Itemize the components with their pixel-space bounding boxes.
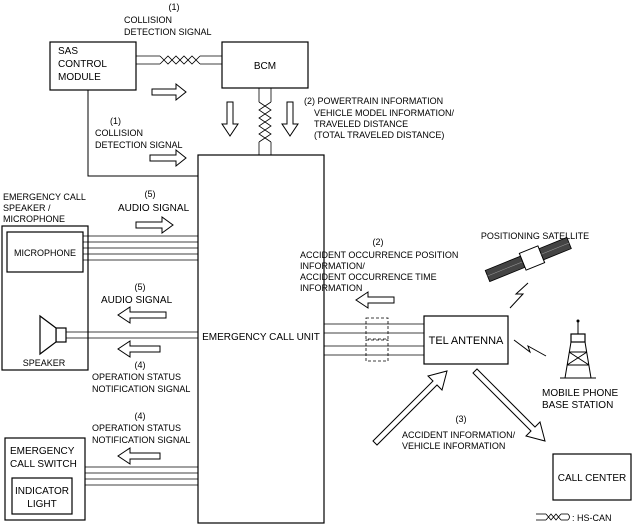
svg-text:INFORMATION/: INFORMATION/ (300, 261, 365, 271)
speaker-icon (39, 314, 67, 356)
ecu-tel-antenna-wires (324, 317, 424, 362)
svg-text:(5): (5) (135, 282, 146, 292)
operation-status-2-label: (4) OPERATION STATUS NOTIFICATION SIGNAL (92, 411, 190, 445)
svg-text:(1): (1) (110, 116, 121, 126)
bcm-module: BCM (221, 41, 309, 89)
operation-status-arrow-1 (117, 340, 161, 358)
indicator-light-line2: LIGHT (27, 499, 56, 510)
sas-bcm-hs-can-link (136, 55, 222, 65)
svg-text:OPERATION STATUS: OPERATION STATUS (92, 423, 181, 433)
audio-arrow-out (117, 306, 167, 324)
svg-text:NOTIFICATION SIGNAL: NOTIFICATION SIGNAL (92, 435, 190, 445)
audio-arrow-in (135, 216, 174, 234)
svg-text:NOTIFICATION SIGNAL: NOTIFICATION SIGNAL (92, 384, 190, 394)
svg-text:(2): (2) (373, 237, 384, 247)
powertrain-arrow-right (281, 101, 299, 137)
powertrain-arrow-left (221, 101, 239, 137)
emergency-call-switch-line1: EMERGENCY (10, 446, 75, 457)
base-station-signal-icon (513, 339, 547, 357)
svg-text:EMERGENCY CALL: EMERGENCY CALL (3, 192, 86, 202)
microphone-wires (83, 235, 198, 261)
svg-text:DETECTION SIGNAL: DETECTION SIGNAL (95, 140, 183, 150)
emergency-call-switch: EMERGENCY CALL SWITCH INDICATOR LIGHT (4, 437, 86, 521)
svg-text:DETECTION SIGNAL: DETECTION SIGNAL (124, 27, 212, 37)
svg-text:(3): (3) (456, 414, 467, 424)
speaker-component: SPEAKER (23, 314, 67, 368)
svg-text:AUDIO SIGNAL: AUDIO SIGNAL (118, 203, 190, 214)
accident-vehicle-info-label: (3) ACCIDENT INFORMATION/ VEHICLE INFORM… (402, 414, 516, 451)
base-station-label: MOBILE PHONE BASE STATION (542, 388, 618, 411)
svg-text:TRAVELED DISTANCE: TRAVELED DISTANCE (314, 119, 408, 129)
svg-text:COLLISION: COLLISION (95, 128, 143, 138)
svg-text:INFORMATION: INFORMATION (300, 283, 362, 293)
powertrain-signal-label: (2) POWERTRAIN INFORMATION VEHICLE MODEL… (304, 96, 455, 140)
hs-can-legend-label: : HS-CAN (572, 513, 612, 523)
collision-signal-top-label: (1) COLLISION DETECTION SIGNAL (124, 2, 212, 37)
svg-text:SPEAKER /: SPEAKER / (3, 203, 51, 213)
collision-signal-left-label: (1) COLLISION DETECTION SIGNAL (95, 116, 183, 150)
svg-text:(2) POWERTRAIN INFORMATION: (2) POWERTRAIN INFORMATION (304, 96, 443, 106)
svg-text:MICROPHONE: MICROPHONE (3, 214, 65, 224)
svg-text:AUDIO SIGNAL: AUDIO SIGNAL (101, 295, 173, 306)
operation-status-1-label: (4) OPERATION STATUS NOTIFICATION SIGNAL (92, 360, 190, 394)
collision-arrow-left (149, 148, 187, 168)
audio-signal-out-label: (5) AUDIO SIGNAL (101, 282, 173, 306)
satellite-icon (484, 236, 572, 283)
bcm-ecu-hs-can-link (258, 88, 272, 155)
accident-occurrence-label: (2) ACCIDENT OCCURRENCE POSITION INFORMA… (300, 237, 458, 293)
sas-label-line2: CONTROL (58, 59, 107, 70)
svg-text:(4): (4) (135, 360, 146, 370)
sas-to-ecu-wire (87, 90, 198, 177)
emergency-call-unit: EMERGENCY CALL UNIT (197, 154, 325, 524)
audio-signal-in-label: (5) AUDIO SIGNAL (118, 189, 190, 214)
call-center-label: CALL CENTER (558, 473, 627, 484)
sas-label-line1: SAS (58, 46, 78, 57)
indicator-light (11, 477, 73, 515)
emergency-call-switch-line2: CALL SWITCH (10, 459, 77, 470)
accident-occurrence-arrow (355, 291, 395, 309)
svg-text:VEHICLE MODEL INFORMATION/: VEHICLE MODEL INFORMATION/ (314, 108, 455, 118)
svg-text:(5): (5) (145, 189, 156, 199)
sas-control-module: SAS CONTROL MODULE (49, 41, 137, 91)
svg-text:(4): (4) (135, 411, 146, 421)
svg-text:BASE STATION: BASE STATION (542, 400, 613, 411)
speaker-wires (66, 331, 198, 339)
microphone-label: MICROPHONE (14, 248, 76, 258)
bcm-label: BCM (254, 61, 276, 72)
svg-text:(1): (1) (169, 2, 180, 12)
positioning-satellite-label: POSITIONING SATELLITE (481, 231, 589, 241)
accident-info-arrow-down (472, 368, 546, 442)
sas-label-line3: MODULE (58, 72, 101, 83)
speaker-label: SPEAKER (23, 358, 66, 368)
svg-text:MOBILE PHONE: MOBILE PHONE (542, 388, 618, 399)
tel-antenna-label: TEL ANTENNA (429, 335, 504, 347)
svg-text:ACCIDENT OCCURRENCE TIME: ACCIDENT OCCURRENCE TIME (300, 272, 437, 282)
svg-text:(TOTAL TRAVELED DISTANCE): (TOTAL TRAVELED DISTANCE) (314, 130, 444, 140)
operation-status-arrow-2 (117, 447, 161, 465)
speaker-microphone-group-label: EMERGENCY CALL SPEAKER / MICROPHONE (3, 192, 86, 224)
svg-text:OPERATION STATUS: OPERATION STATUS (92, 372, 181, 382)
accident-info-arrow-up (372, 370, 448, 446)
ecu-label: EMERGENCY CALL UNIT (202, 332, 320, 343)
tel-antenna-module: TEL ANTENNA (423, 315, 509, 365)
microphone-component: MICROPHONE (6, 231, 84, 273)
satellite-signal-icon (509, 282, 529, 309)
svg-text:VEHICLE INFORMATION: VEHICLE INFORMATION (402, 441, 505, 451)
base-station-icon (560, 319, 596, 379)
svg-text:ACCIDENT INFORMATION/: ACCIDENT INFORMATION/ (402, 430, 516, 440)
svg-text:ACCIDENT OCCURRENCE POSITION: ACCIDENT OCCURRENCE POSITION (300, 250, 458, 260)
switch-wires (85, 466, 198, 486)
indicator-light-line1: INDICATOR (15, 486, 69, 497)
collision-arrow-top (151, 82, 187, 102)
hs-can-legend: : HS-CAN (536, 513, 612, 523)
call-center-module: CALL CENTER (552, 453, 632, 501)
svg-text:COLLISION: COLLISION (124, 15, 172, 25)
